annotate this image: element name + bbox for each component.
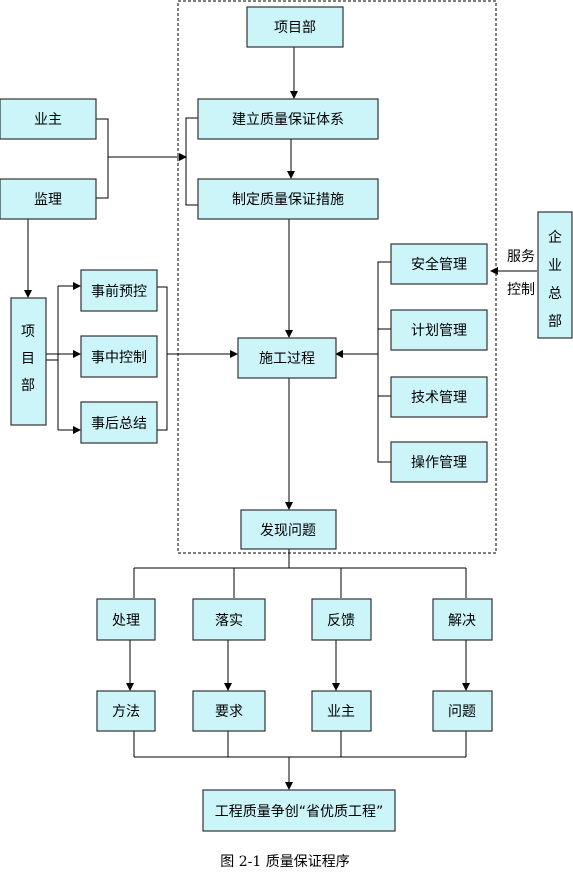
node-mid-control: 事中控制 xyxy=(80,335,158,378)
label: 方法 xyxy=(112,704,140,720)
node-construction-process: 施工过程 xyxy=(237,337,337,379)
label: 业主 xyxy=(34,112,62,128)
node-build-quality-system: 建立质量保证体系 xyxy=(197,98,379,140)
label: 事后总结 xyxy=(91,416,147,432)
label: 要求 xyxy=(215,704,243,720)
figure-caption: 图 2-1 质量保证程序 xyxy=(220,854,349,870)
node-handle: 处理 xyxy=(96,598,156,641)
node-owner-bottom: 业主 xyxy=(311,690,372,732)
node-owner: 业主 xyxy=(0,98,97,140)
node-operation-mgmt: 操作管理 xyxy=(390,441,488,483)
label: 反馈 xyxy=(327,613,355,629)
label: 发现问题 xyxy=(260,523,316,539)
label: 计划管理 xyxy=(411,323,467,339)
node-plan-mgmt: 计划管理 xyxy=(390,309,488,351)
node-problem: 问题 xyxy=(432,690,493,732)
label: 施工过程 xyxy=(259,351,315,367)
node-method: 方法 xyxy=(96,690,156,732)
label: 问题 xyxy=(448,704,476,720)
label: 监理 xyxy=(34,192,62,208)
node-implement: 落实 xyxy=(192,598,266,641)
node-feedback: 反馈 xyxy=(311,598,372,641)
label-char: 目 xyxy=(21,351,35,367)
label-char: 企 xyxy=(548,229,562,246)
node-find-problem: 发现问题 xyxy=(240,509,337,550)
node-requirement: 要求 xyxy=(192,690,266,732)
label: 事中控制 xyxy=(91,350,147,366)
label: 解决 xyxy=(448,613,476,629)
label-char: 部 xyxy=(548,314,562,330)
label: 业主 xyxy=(327,704,355,720)
label: 操作管理 xyxy=(411,455,467,471)
node-make-quality-measures: 制定质量保证措施 xyxy=(197,178,379,220)
node-post-summary: 事后总结 xyxy=(80,401,158,444)
service-label: 服务 xyxy=(507,249,535,265)
node-safety-mgmt: 安全管理 xyxy=(390,243,488,285)
label: 处理 xyxy=(112,613,140,629)
label: 事前预控 xyxy=(91,283,147,300)
label: 工程质量争创“省优质工程” xyxy=(215,804,384,820)
node-solve: 解决 xyxy=(432,598,493,641)
control-label: 控制 xyxy=(507,282,535,298)
label: 建立质量保证体系 xyxy=(232,112,344,128)
label: 制定质量保证措施 xyxy=(232,192,344,208)
connectors xyxy=(24,47,537,790)
node-pre-control: 事前预控 xyxy=(80,269,158,312)
node-supervisor: 监理 xyxy=(0,178,97,220)
label-char: 业 xyxy=(548,258,562,274)
node-project-dept-left: 项 目 部 xyxy=(10,297,47,426)
label-char: 部 xyxy=(21,378,35,394)
node-enterprise-hq: 企 业 总 部 xyxy=(537,211,573,339)
label: 落实 xyxy=(215,613,243,629)
node-project-dept-top: 项目部 xyxy=(246,6,344,48)
label: 项目部 xyxy=(274,20,316,36)
label: 安全管理 xyxy=(411,256,467,273)
label-char: 总 xyxy=(548,286,562,302)
label-char: 项 xyxy=(21,324,35,340)
node-final-goal: 工程质量争创“省优质工程” xyxy=(202,789,396,832)
node-tech-mgmt: 技术管理 xyxy=(390,376,488,418)
label: 技术管理 xyxy=(411,390,467,406)
